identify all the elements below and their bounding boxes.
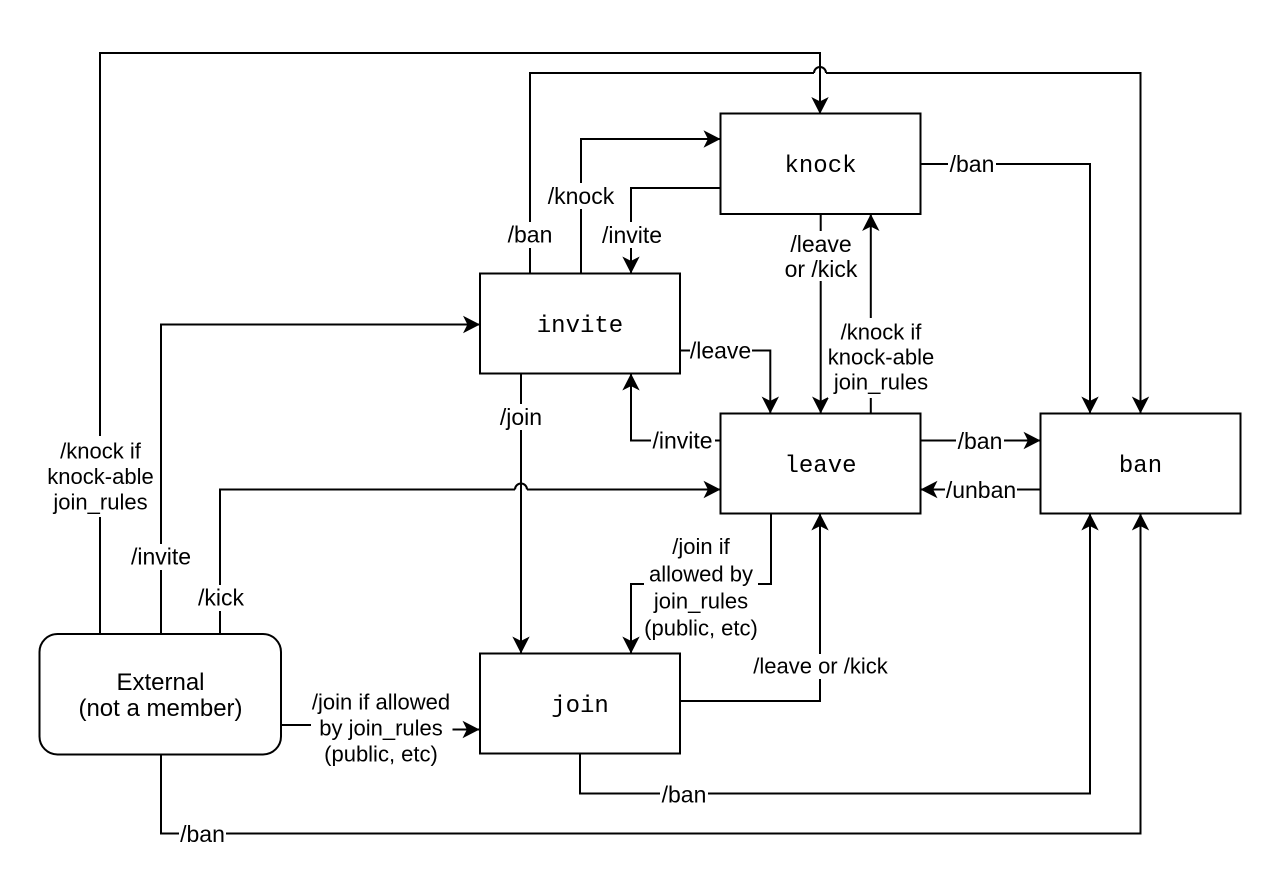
svg-text:invite: invite — [537, 313, 623, 340]
svg-text:/join if: /join if — [672, 534, 730, 559]
svg-text:/ban: /ban — [958, 428, 1003, 454]
svg-text:/knock if: /knock if — [841, 320, 923, 345]
svg-text:/ban: /ban — [180, 821, 225, 847]
svg-text:/kick: /kick — [198, 585, 245, 611]
svg-text:join: join — [551, 693, 609, 720]
svg-text:knock-able: knock-able — [47, 464, 153, 489]
svg-text:/join: /join — [500, 404, 542, 430]
svg-text:/leave: /leave — [690, 338, 751, 364]
svg-text:join_rules: join_rules — [52, 490, 147, 515]
svg-text:ban: ban — [1119, 453, 1162, 480]
svg-text:allowed by: allowed by — [649, 562, 753, 587]
svg-text:/unban: /unban — [946, 477, 1016, 503]
svg-text:/leave or /kick: /leave or /kick — [753, 654, 888, 679]
svg-text:knock: knock — [784, 153, 856, 180]
svg-text:/knock if: /knock if — [60, 439, 142, 464]
svg-text:by join_rules: by join_rules — [319, 716, 443, 741]
svg-text:join_rules: join_rules — [833, 370, 928, 395]
svg-text:(public, etc): (public, etc) — [324, 742, 438, 767]
svg-text:/ban: /ban — [662, 782, 707, 808]
svg-text:or /kick: or /kick — [785, 256, 858, 282]
svg-text:/leave: /leave — [790, 231, 851, 257]
svg-text:leave: leave — [784, 453, 856, 480]
svg-text:/invite: /invite — [602, 222, 662, 248]
svg-text:External: External — [116, 669, 204, 696]
svg-text:/knock: /knock — [548, 183, 615, 209]
svg-text:/join if allowed: /join if allowed — [312, 690, 450, 715]
svg-text:/ban: /ban — [950, 151, 995, 177]
svg-text:(not a member): (not a member) — [78, 695, 242, 722]
svg-text:/invite: /invite — [652, 428, 712, 454]
svg-text:(public, etc): (public, etc) — [644, 616, 758, 641]
svg-text:/ban: /ban — [508, 222, 553, 248]
svg-text:knock-able: knock-able — [828, 345, 934, 370]
svg-text:join_rules: join_rules — [653, 589, 748, 614]
svg-text:/invite: /invite — [131, 544, 191, 570]
